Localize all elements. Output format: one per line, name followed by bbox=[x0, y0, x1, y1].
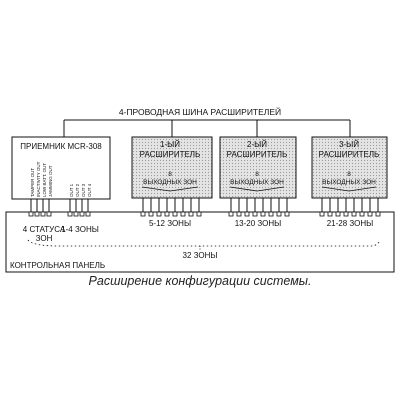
zones-21-28-label: 21-28 ЗОНЫ bbox=[327, 219, 374, 228]
expander-2-outputs: ВЫХОДНЫХ ЗОН bbox=[230, 179, 284, 186]
receiver-status-output-labels: TAMPER OUT INACTIVITY OUT LOW BATT. OUT … bbox=[30, 161, 53, 197]
receiver-title: ПРИЕМНИК MCR-308 bbox=[20, 142, 102, 151]
total-zones-span bbox=[27, 239, 381, 247]
expander-3-wires bbox=[321, 198, 379, 212]
expander-1-wires bbox=[142, 198, 200, 212]
expander-2-title-line2: РАСШИРИТЕЛЬ bbox=[227, 150, 288, 159]
control-panel-label: КОНТРОЛЬНАЯ ПАНЕЛЬ bbox=[10, 261, 105, 270]
out-1-label: OUT 1 bbox=[69, 183, 74, 197]
expander-1-title-line2: РАСШИРИТЕЛЬ bbox=[140, 150, 201, 159]
expander-2-count: 8 bbox=[255, 171, 259, 178]
expander-bus bbox=[63, 119, 351, 137]
zones-13-20-label: 13-20 ЗОНЫ bbox=[235, 219, 282, 228]
status-zones-label-line2: ЗОН bbox=[36, 234, 53, 243]
expander-3-bracket bbox=[321, 186, 377, 192]
expander-1-bracket bbox=[141, 186, 199, 192]
expander-1-title-line1: 1-ЫЙ bbox=[160, 140, 180, 149]
expander-3-title-line2: РАСШИРИТЕЛЬ bbox=[319, 150, 380, 159]
expander-3-block: 3-ЫЙ РАСШИРИТЕЛЬ 8 ВЫХОДНЫХ ЗОН bbox=[311, 136, 388, 212]
expander-3-title-line1: 3-ЫЙ bbox=[339, 140, 359, 149]
expander-1-count: 8 bbox=[168, 171, 172, 178]
control-panel-terminals bbox=[28, 211, 381, 217]
receiver-zone-output-labels: OUT 1 OUT 2 OUT 3 OUT 4 bbox=[69, 183, 92, 197]
low-batt-out-label: LOW BATT. OUT bbox=[42, 163, 47, 197]
expander-3-outputs: ВЫХОДНЫХ ЗОН bbox=[322, 179, 376, 186]
out-4-label: OUT 4 bbox=[87, 183, 92, 197]
bus-label: 4-ПРОВОДНАЯ ШИНА РАСШИРИТЕЛЕЙ bbox=[119, 106, 281, 117]
out-2-label: OUT 2 bbox=[75, 183, 80, 197]
receiver-wires bbox=[30, 199, 89, 212]
figure-caption: Расширение конфигурации системы. bbox=[88, 274, 312, 288]
control-panel: 4 СТАТУСА ЗОН 1-4 ЗОНЫ 5-12 ЗОНЫ 13-20 З… bbox=[5, 211, 395, 273]
status-zones-label-line1: 4 СТАТУСА bbox=[23, 225, 66, 234]
expander-1-block: 1-ЫЙ РАСШИРИТЕЛЬ 8 ВЫХОДНЫХ ЗОН bbox=[131, 136, 213, 212]
jamming-out-label: JAMMING OUT bbox=[48, 165, 53, 197]
expander-2-title-line1: 2-ЫЙ bbox=[247, 140, 267, 149]
zones-1-4-label: 1-4 ЗОНЫ bbox=[61, 225, 99, 234]
zones-5-12-label: 5-12 ЗОНЫ bbox=[149, 219, 191, 228]
tamper-out-label: TAMPER OUT bbox=[30, 168, 35, 197]
expander-2-wires bbox=[230, 198, 288, 212]
expander-3-count: 8 bbox=[347, 171, 351, 178]
out-3-label: OUT 3 bbox=[81, 183, 86, 197]
receiver-block: ПРИЕМНИК MCR-308 TAMPER OUT INACTIVITY O… bbox=[11, 136, 111, 212]
expander-1-outputs: ВЫХОДНЫХ ЗОН bbox=[143, 179, 197, 186]
total-zones-label: 32 ЗОНЫ bbox=[183, 251, 218, 260]
expander-2-bracket bbox=[229, 186, 285, 192]
inactivity-out-label: INACTIVITY OUT bbox=[36, 161, 41, 197]
expander-2-block: 2-ЫЙ РАСШИРИТЕЛЬ 8 ВЫХОДНЫХ ЗОН bbox=[219, 136, 297, 212]
